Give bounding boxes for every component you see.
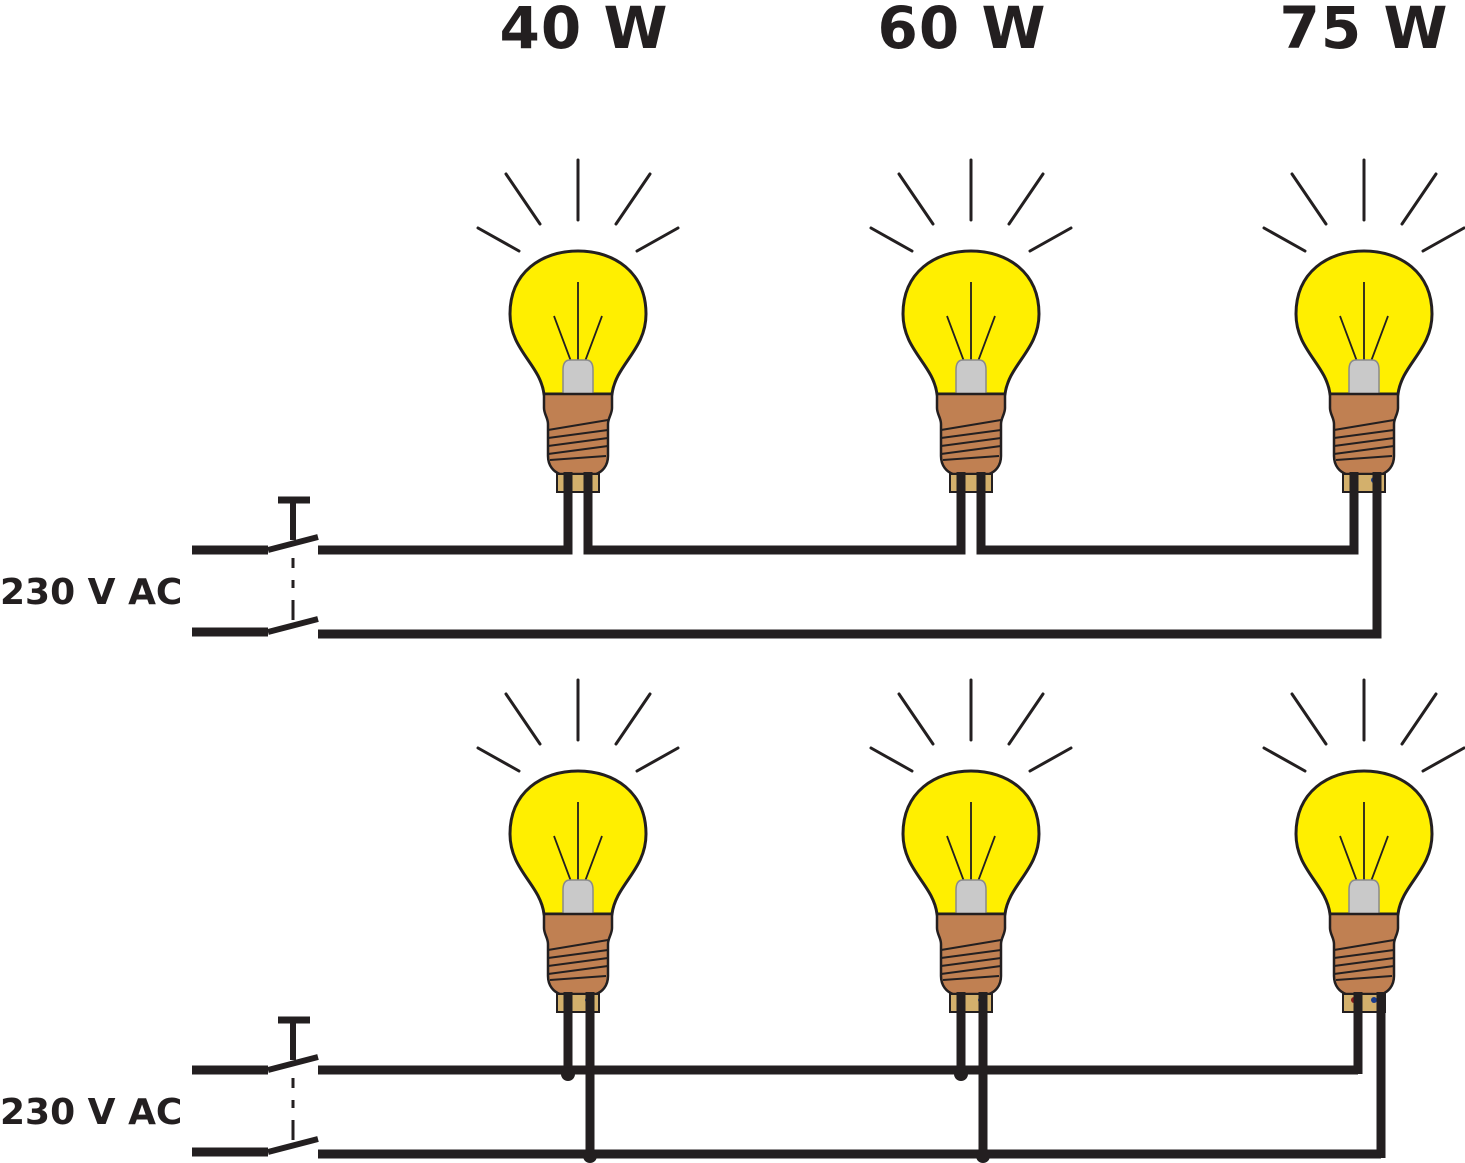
bulb-60w-parallel (869, 678, 1073, 1014)
junction-dots (561, 1067, 990, 1163)
bulb-60w-series (869, 158, 1073, 494)
bulb-75w-parallel (1262, 678, 1465, 1014)
label-75w: 75 W (1279, 0, 1449, 62)
bulb-40w-parallel (476, 678, 680, 1014)
label-40w: 40 W (499, 0, 669, 62)
series-wiring (192, 472, 1382, 639)
label-60w: 60 W (877, 0, 1047, 62)
voltage-label-parallel: 230 V AC (0, 1092, 183, 1133)
voltage-label-series: 230 V AC (0, 572, 183, 613)
bulb-75w-series (1262, 158, 1465, 494)
parallel-wiring (192, 992, 1386, 1159)
bulb-40w-series (476, 158, 680, 494)
